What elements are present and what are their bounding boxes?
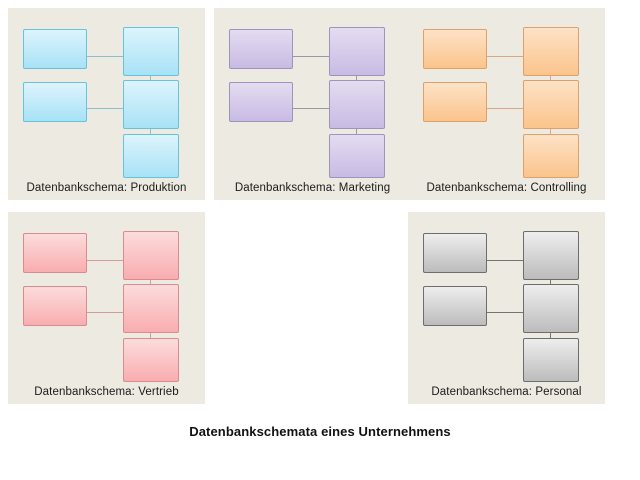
connector-left-middle-to-right-middle bbox=[87, 108, 132, 109]
schema-panel-marketing[interactable]: Datenbankschema: Marketing bbox=[214, 8, 411, 200]
schema-node-left-middle[interactable] bbox=[423, 82, 487, 122]
panel-inner-controlling: Datenbankschema: Controlling bbox=[408, 8, 605, 200]
schema-node-right-top[interactable] bbox=[123, 231, 179, 280]
panel-inner-produktion: Datenbankschema: Produktion bbox=[8, 8, 205, 200]
connector-left-top-to-right-top bbox=[87, 56, 132, 57]
schema-panel-controlling[interactable]: Datenbankschema: Controlling bbox=[408, 8, 605, 200]
schema-node-right-top[interactable] bbox=[523, 231, 579, 280]
schema-node-right-middle[interactable] bbox=[123, 284, 179, 333]
schema-node-left-top[interactable] bbox=[423, 233, 487, 273]
schema-node-left-middle[interactable] bbox=[423, 286, 487, 326]
schema-node-left-middle[interactable] bbox=[229, 82, 293, 122]
panel-inner-marketing: Datenbankschema: Marketing bbox=[214, 8, 411, 200]
schema-panel-produktion[interactable]: Datenbankschema: Produktion bbox=[8, 8, 205, 200]
panel-inner-vertrieb: Datenbankschema: Vertrieb bbox=[8, 212, 205, 404]
panel-label-marketing: Datenbankschema: Marketing bbox=[234, 182, 391, 194]
schema-node-right-middle[interactable] bbox=[523, 284, 579, 333]
schema-node-right-top[interactable] bbox=[329, 27, 385, 76]
schema-node-right-top[interactable] bbox=[523, 27, 579, 76]
connector-left-middle-to-right-middle bbox=[87, 312, 132, 313]
schema-node-left-middle[interactable] bbox=[23, 286, 87, 326]
connector-left-top-to-right-top bbox=[293, 56, 338, 57]
schema-node-left-top[interactable] bbox=[229, 29, 293, 69]
connector-left-middle-to-right-middle bbox=[487, 312, 532, 313]
panel-label-personal: Datenbankschema: Personal bbox=[431, 386, 582, 398]
schema-node-left-top[interactable] bbox=[423, 29, 487, 69]
schema-node-right-bottom[interactable] bbox=[523, 134, 579, 178]
panel-inner-personal: Datenbankschema: Personal bbox=[408, 212, 605, 404]
schema-node-right-bottom[interactable] bbox=[523, 338, 579, 382]
connector-left-middle-to-right-middle bbox=[487, 108, 532, 109]
connector-left-middle-to-right-middle bbox=[293, 108, 338, 109]
schema-node-right-middle[interactable] bbox=[329, 80, 385, 129]
page-title: Datenbankschemata eines Unternehmens bbox=[189, 424, 451, 439]
panel-label-controlling: Datenbankschema: Controlling bbox=[426, 182, 587, 194]
connector-left-top-to-right-top bbox=[487, 56, 532, 57]
schema-node-right-bottom[interactable] bbox=[123, 134, 179, 178]
panel-label-produktion: Datenbankschema: Produktion bbox=[26, 182, 187, 194]
schema-node-right-top[interactable] bbox=[123, 27, 179, 76]
schema-panel-vertrieb[interactable]: Datenbankschema: Vertrieb bbox=[8, 212, 205, 404]
schema-panel-personal[interactable]: Datenbankschema: Personal bbox=[408, 212, 605, 404]
connector-left-top-to-right-top bbox=[487, 260, 532, 261]
schema-node-right-middle[interactable] bbox=[123, 80, 179, 129]
schema-node-left-top[interactable] bbox=[23, 29, 87, 69]
schema-node-right-middle[interactable] bbox=[523, 80, 579, 129]
connector-left-top-to-right-top bbox=[87, 260, 132, 261]
schema-node-right-bottom[interactable] bbox=[329, 134, 385, 178]
schema-node-right-bottom[interactable] bbox=[123, 338, 179, 382]
schema-node-left-top[interactable] bbox=[23, 233, 87, 273]
panel-label-vertrieb: Datenbankschema: Vertrieb bbox=[34, 386, 179, 398]
schema-node-left-middle[interactable] bbox=[23, 82, 87, 122]
